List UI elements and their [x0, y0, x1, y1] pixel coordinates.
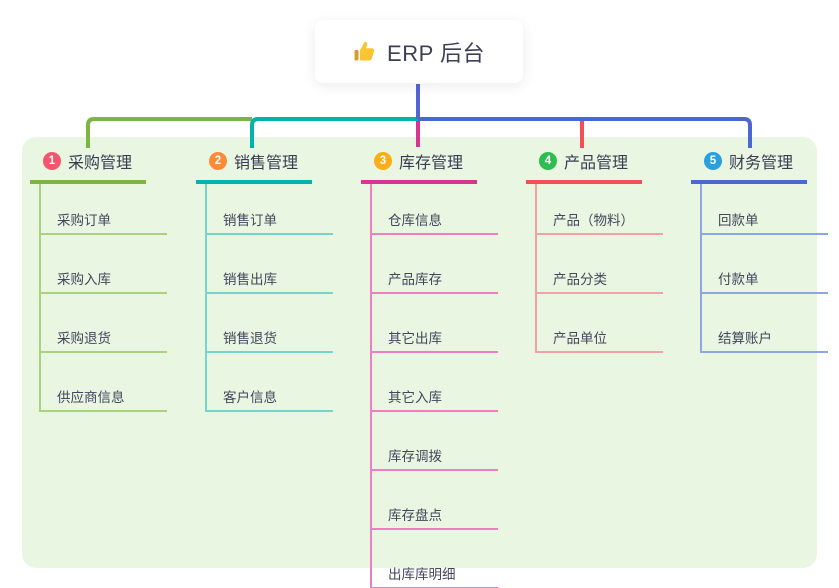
branch-children: 采购订单 采购入库 采购退货 供应商信息 — [39, 184, 167, 412]
branch-sales: 2 销售管理 销售订单 销售出库 销售退货 客户信息 — [196, 147, 362, 412]
child-node[interactable]: 销售出库 — [207, 235, 333, 294]
branch-purchase: 1 采购管理 采购订单 采购入库 采购退货 供应商信息 — [30, 147, 196, 412]
thumbs-up-icon — [353, 40, 377, 64]
branch-header-inventory[interactable]: 3 库存管理 — [361, 147, 477, 184]
child-node[interactable]: 回款单 — [702, 184, 828, 235]
child-node[interactable]: 采购入库 — [41, 235, 167, 294]
branch-number-badge: 5 — [704, 152, 722, 170]
child-node[interactable]: 库存调拨 — [372, 412, 498, 471]
root-label: ERP 后台 — [387, 40, 485, 66]
branch-children: 回款单 付款单 结算账户 — [700, 184, 828, 353]
child-node[interactable]: 付款单 — [702, 235, 828, 294]
child-node[interactable]: 销售退货 — [207, 294, 333, 353]
branch-label: 产品管理 — [564, 155, 629, 172]
branch-header-sales[interactable]: 2 销售管理 — [196, 147, 312, 184]
branch-number-badge: 1 — [43, 152, 61, 170]
branch-label: 库存管理 — [399, 155, 464, 172]
child-node[interactable]: 仓库信息 — [372, 184, 498, 235]
child-node[interactable]: 产品单位 — [537, 294, 663, 353]
branch-children: 产品（物料） 产品分类 产品单位 — [535, 184, 663, 353]
branch-inventory: 3 库存管理 仓库信息 产品库存 其它出库 其它入库 库存调拨 库存盘点 出库库… — [361, 147, 527, 588]
child-node[interactable]: 产品库存 — [372, 235, 498, 294]
child-node[interactable]: 产品（物料） — [537, 184, 663, 235]
child-node[interactable]: 销售订单 — [207, 184, 333, 235]
branch-children: 仓库信息 产品库存 其它出库 其它入库 库存调拨 库存盘点 出库库明细 — [370, 184, 498, 588]
branch-header-product[interactable]: 4 产品管理 — [526, 147, 642, 184]
branch-label: 销售管理 — [234, 155, 299, 172]
child-node[interactable]: 其它出库 — [372, 294, 498, 353]
child-node[interactable]: 库存盘点 — [372, 471, 498, 530]
child-node[interactable]: 出库库明细 — [372, 530, 498, 588]
child-node[interactable]: 供应商信息 — [41, 353, 167, 412]
child-node[interactable]: 其它入库 — [372, 353, 498, 412]
root-node[interactable]: ERP 后台 — [315, 20, 523, 83]
child-node[interactable]: 采购退货 — [41, 294, 167, 353]
branch-number-badge: 3 — [374, 152, 392, 170]
child-node[interactable]: 客户信息 — [207, 353, 333, 412]
branch-number-badge: 4 — [539, 152, 557, 170]
branch-header-purchase[interactable]: 1 采购管理 — [30, 147, 146, 184]
child-node[interactable]: 结算账户 — [702, 294, 828, 353]
branch-label: 财务管理 — [729, 155, 794, 172]
branch-children: 销售订单 销售出库 销售退货 客户信息 — [205, 184, 333, 412]
branch-number-badge: 2 — [209, 152, 227, 170]
branch-label: 采购管理 — [68, 155, 133, 172]
branch-product: 4 产品管理 产品（物料） 产品分类 产品单位 — [526, 147, 692, 353]
child-node[interactable]: 产品分类 — [537, 235, 663, 294]
child-node[interactable]: 采购订单 — [41, 184, 167, 235]
branch-header-finance[interactable]: 5 财务管理 — [691, 147, 807, 184]
branch-finance: 5 财务管理 回款单 付款单 结算账户 — [691, 147, 839, 353]
